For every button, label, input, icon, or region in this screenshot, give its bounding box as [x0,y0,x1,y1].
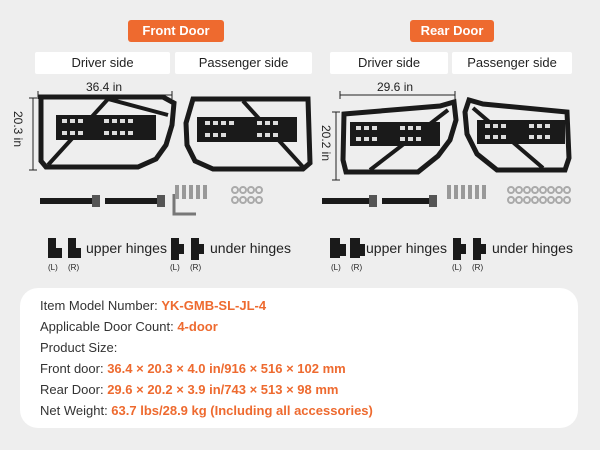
product-size-row: Product Size: [40,340,117,355]
front-upper-right-mark: (R) [68,263,80,272]
weight-label: Net Weight: [40,403,112,418]
rear-width-dimension: 29.6 in [377,80,414,94]
front-under-hinges-label: under hinges [210,240,291,256]
front-upper-hinges-icon [48,238,81,258]
rear-upper-left-mark: (L) [331,263,341,272]
rear-hardware-image [447,185,571,204]
rear-under-left-mark: (L) [452,263,462,272]
front-passenger-side-label: Passenger side [175,52,312,74]
specs-card: Item Model Number: YK-GMB-SL-JL-4 Applic… [20,288,578,428]
front-under-left-mark: (L) [170,263,180,272]
weight-value: 63.7 lbs/28.9 kg (Including all accessor… [111,403,373,418]
weight-row: Net Weight: 63.7 lbs/28.9 kg (Including … [40,403,373,418]
front-width-dimension: 36.4 in [86,80,123,94]
rear-driver-door-image [340,98,459,175]
front-door-badge: Front Door [128,20,224,42]
rear-height-dimension: 20.2 in [319,124,333,162]
rear-size-value: 29.6 × 20.2 × 3.9 in/743 × 513 × 98 mm [107,382,339,397]
front-driver-side-label: Driver side [35,52,170,74]
model-value: YK-GMB-SL-JL-4 [161,298,267,313]
rear-under-right-mark: (R) [472,263,484,272]
front-hardware-image [175,185,263,204]
front-upper-hinges-label: upper hinges [86,240,167,256]
front-size-label: Front door: [40,361,108,376]
door-count-value: 4-door [177,319,218,334]
model-label: Item Model Number: [40,298,162,313]
front-size-row: Front door: 36.4 × 20.3 × 4.0 in/916 × 5… [40,361,346,376]
front-size-value: 36.4 × 20.3 × 4.0 in/916 × 516 × 102 mm [107,361,346,376]
rear-straps-image [322,195,437,207]
rear-driver-side-label: Driver side [330,52,448,74]
product-size-label: Product Size: [40,340,118,355]
rear-size-label: Rear Door: [40,382,108,397]
model-row: Item Model Number: YK-GMB-SL-JL-4 [40,298,266,313]
rear-under-hinges-icon [453,238,486,260]
rear-passenger-side-label: Passenger side [452,52,572,74]
rear-door-badge: Rear Door [410,20,494,42]
front-under-hinges-icon [171,238,204,260]
front-passenger-door-image [183,96,313,172]
rear-upper-right-mark: (R) [351,263,363,272]
front-straps-image [40,195,165,207]
front-driver-door-image [38,94,177,170]
front-upper-left-mark: (L) [48,263,58,272]
allen-wrench-icon [172,194,196,216]
front-under-right-mark: (R) [190,263,202,272]
rear-upper-hinges-icon [330,238,365,258]
rear-size-row: Rear Door: 29.6 × 20.2 × 3.9 in/743 × 51… [40,382,339,397]
front-height-dimension: 20.3 in [11,110,25,148]
rear-passenger-door-image [462,96,572,173]
door-count-row: Applicable Door Count: 4-door [40,319,218,334]
rear-under-hinges-label: under hinges [492,240,573,256]
rear-upper-hinges-label: upper hinges [366,240,447,256]
door-count-label: Applicable Door Count: [40,319,178,334]
